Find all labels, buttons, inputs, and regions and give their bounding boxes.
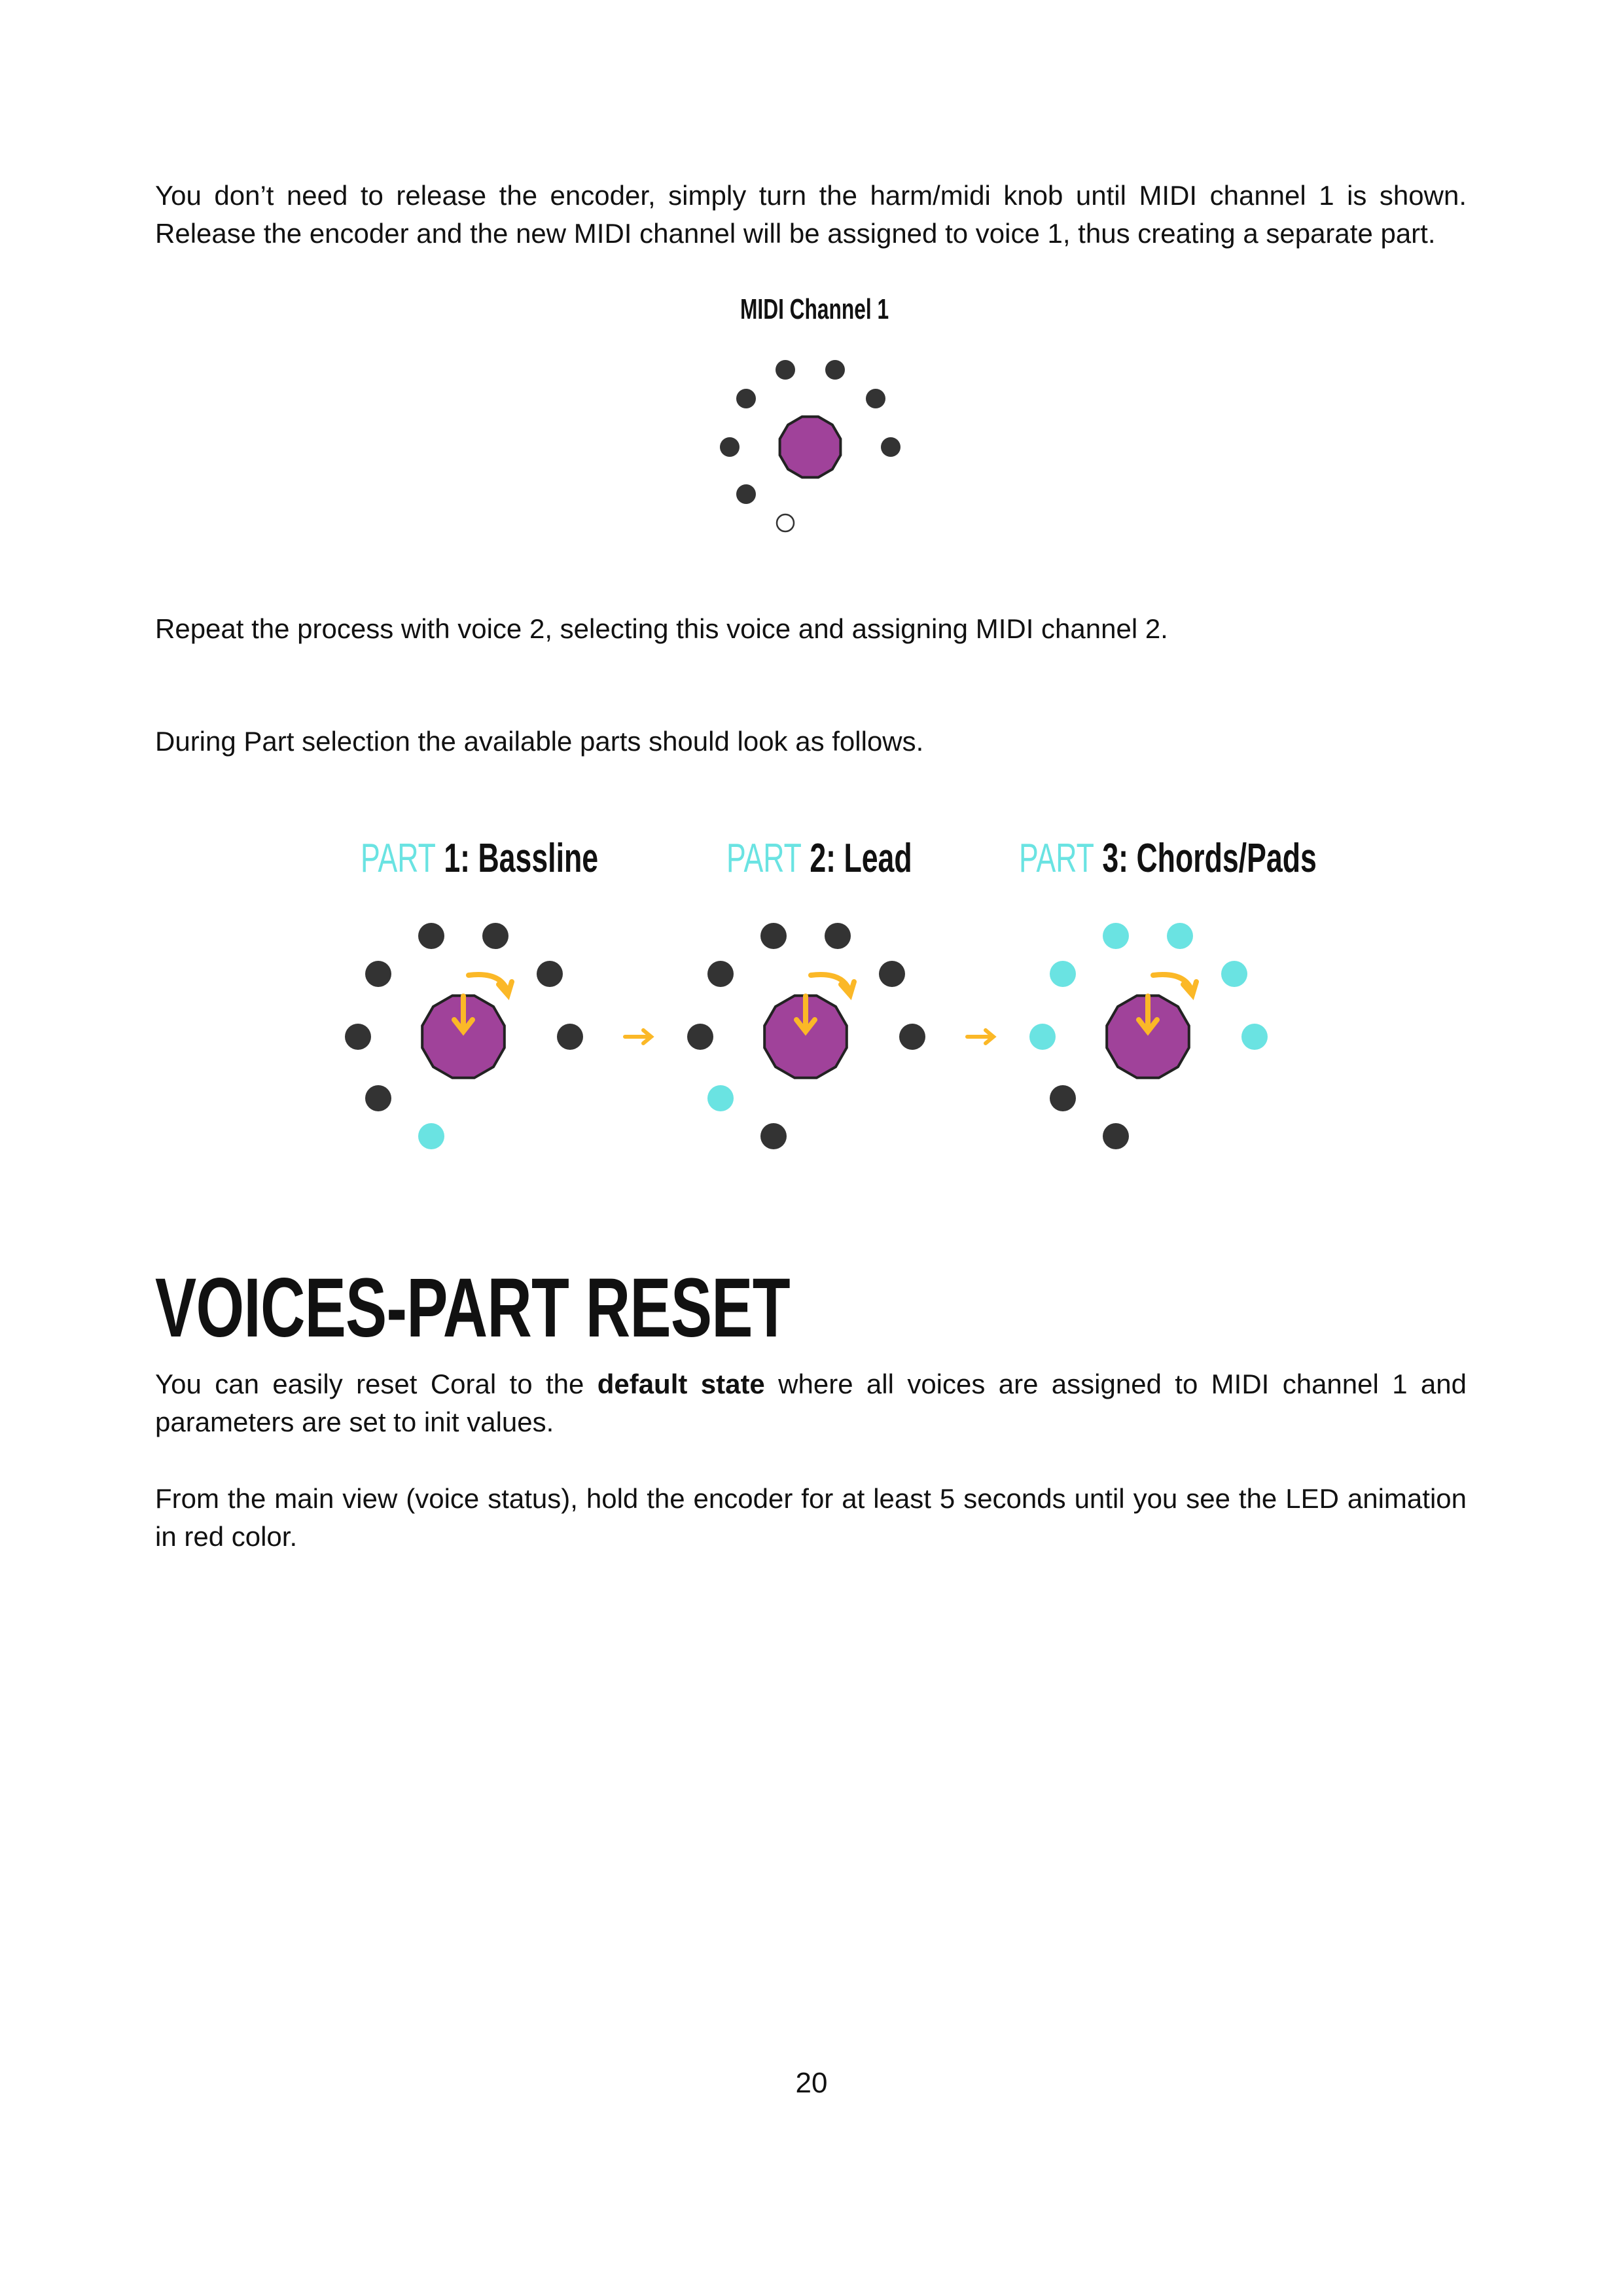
part-label: 3: Chords/Pads xyxy=(1102,836,1317,881)
bold-text: default state xyxy=(597,1369,765,1399)
led-dark xyxy=(760,1123,787,1149)
led-dark xyxy=(881,437,901,457)
led-off xyxy=(776,513,795,533)
encoder-knob xyxy=(778,415,842,479)
rotate-arrow-icon xyxy=(466,972,514,1001)
led-cyan xyxy=(418,1123,444,1149)
led-dark xyxy=(1103,1123,1129,1149)
text: where all voices are assigned to MIDI ch… xyxy=(155,1369,1467,1437)
paragraph-midi-assign: You don’t need to release the encoder, s… xyxy=(155,180,1467,249)
rotate-arrow-icon xyxy=(1150,972,1199,1001)
led-cyan xyxy=(1167,923,1193,949)
part-label: 2: Lead xyxy=(810,836,912,881)
encoder-knob xyxy=(763,994,848,1079)
led-dark xyxy=(365,961,391,987)
turn-down-arrow-icon xyxy=(794,994,817,1036)
encoder-knob xyxy=(1105,994,1190,1079)
led-dark xyxy=(1050,1085,1076,1111)
page-number: 20 xyxy=(795,2067,828,2099)
led-dark xyxy=(482,923,508,949)
led-dark xyxy=(776,360,795,380)
next-arrow-icon xyxy=(623,1028,654,1045)
led-dark xyxy=(825,923,851,949)
led-dark xyxy=(687,1024,713,1050)
led-dark xyxy=(418,923,444,949)
part-label: 1: Bassline xyxy=(444,836,599,881)
rotate-arrow-icon xyxy=(808,972,857,1001)
led-dark xyxy=(825,360,845,380)
led-cyan xyxy=(1029,1024,1056,1050)
section-heading: VOICES-PART RESET xyxy=(155,1261,791,1355)
part-1-title: PART 1: Bassline xyxy=(361,835,598,882)
led-dark xyxy=(365,1085,391,1111)
paragraph-reset-instructions: From the main view (voice status), hold … xyxy=(155,1483,1467,1552)
part-prefix: PART xyxy=(361,836,436,881)
midi-channel-label: MIDI Channel 1 xyxy=(740,293,889,325)
led-dark xyxy=(537,961,563,987)
next-arrow-icon xyxy=(965,1028,997,1045)
led-dark xyxy=(879,961,905,987)
led-dark xyxy=(720,437,740,457)
paragraph-part-selection: During Part selection the available part… xyxy=(155,726,924,757)
encoder-knob xyxy=(421,994,506,1079)
led-dark xyxy=(736,484,756,504)
led-dark xyxy=(866,389,885,408)
led-dark xyxy=(760,923,787,949)
led-dark xyxy=(707,961,734,987)
led-cyan xyxy=(707,1085,734,1111)
led-dark xyxy=(736,389,756,408)
led-cyan xyxy=(1221,961,1247,987)
part-prefix: PART xyxy=(726,836,802,881)
part-2-title: PART 2: Lead xyxy=(726,835,912,882)
part-prefix: PART xyxy=(1019,836,1094,881)
part-3-title: PART 3: Chords/Pads xyxy=(1019,835,1317,882)
led-dark xyxy=(557,1024,583,1050)
paragraph-reset-default: You can easily reset Coral to the defaul… xyxy=(155,1365,1467,1441)
paragraph-repeat: Repeat the process with voice 2, selecti… xyxy=(155,613,1168,644)
turn-down-arrow-icon xyxy=(452,994,475,1036)
led-cyan xyxy=(1103,923,1129,949)
led-cyan xyxy=(1241,1024,1268,1050)
led-dark xyxy=(899,1024,925,1050)
turn-down-arrow-icon xyxy=(1136,994,1160,1036)
led-dark xyxy=(345,1024,371,1050)
led-cyan xyxy=(1050,961,1076,987)
text: You can easily reset Coral to the xyxy=(155,1369,597,1399)
